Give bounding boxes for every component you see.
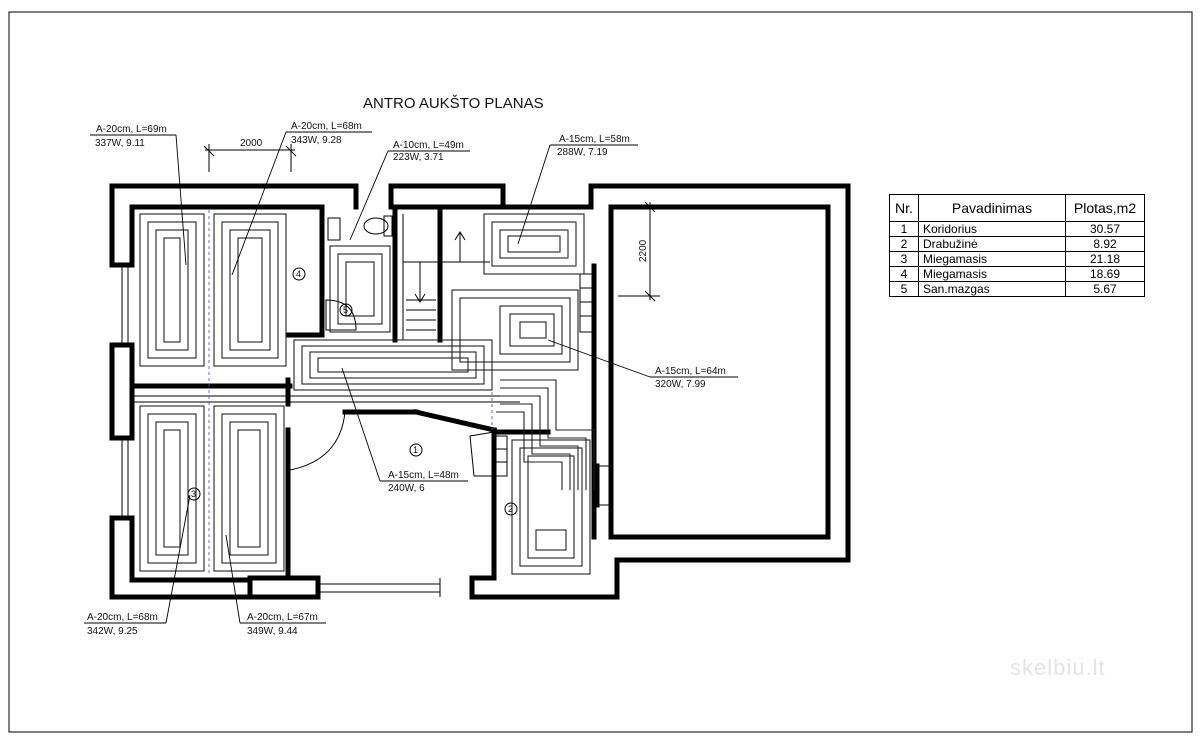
circuit-label-3: A-10cm, L=49m 223W, 3.71	[349, 140, 470, 241]
header-name: Pavadinimas	[918, 194, 1066, 222]
dimension-2000-text: 2000	[240, 138, 263, 149]
table-row: 5 San.mazgas 5.67	[889, 281, 1145, 297]
row-area: 5.67	[1065, 281, 1145, 297]
thin-lines	[121, 214, 610, 597]
svg-text:5: 5	[343, 305, 348, 315]
svg-text:1: 1	[413, 445, 418, 455]
svg-text:4: 4	[296, 269, 301, 279]
row-name: Koridorius	[918, 221, 1066, 237]
svg-text:A-15cm, L=64m: A-15cm, L=64m	[655, 366, 726, 377]
row-name: Miegamasis	[918, 251, 1066, 267]
row-nr: 4	[889, 266, 919, 282]
table-row: 4 Miegamasis 18.69	[889, 266, 1145, 282]
svg-text:2: 2	[508, 504, 513, 514]
svg-text:A-20cm, L=67m: A-20cm, L=67m	[247, 612, 318, 623]
row-nr: 2	[889, 236, 919, 252]
dimension-2200-text: 2200	[638, 239, 649, 262]
row-name: Miegamasis	[918, 266, 1066, 282]
svg-text:A-10cm, L=49m: A-10cm, L=49m	[393, 140, 464, 151]
room-marker-1: 1	[409, 443, 423, 457]
svg-text:240W, 6: 240W, 6	[388, 483, 425, 494]
room-marker-3: 3	[187, 487, 201, 501]
svg-text:223W, 3.71: 223W, 3.71	[393, 152, 444, 163]
walls	[109, 183, 851, 600]
room-marker-4: 4	[292, 267, 306, 281]
circuit-label-7: A-20cm, L=68m 342W, 9.25	[84, 494, 191, 637]
svg-text:3: 3	[191, 489, 196, 499]
room-schedule-table: Nr. Pavadinimas Plotas,m2 1 Koridorius 3…	[889, 194, 1145, 297]
svg-text:A-20cm, L=68m: A-20cm, L=68m	[87, 612, 158, 623]
dimension-2000: 2000	[203, 138, 297, 172]
plan-title: ANTRO AUKŠTO PLANAS	[363, 95, 544, 112]
row-area: 18.69	[1065, 266, 1145, 282]
circuit-label-8: A-20cm, L=67m 349W, 9.44	[225, 534, 326, 637]
room-marker-2: 2	[504, 502, 518, 516]
svg-text:A-20cm, L=68m: A-20cm, L=68m	[291, 121, 362, 132]
svg-text:337W, 9.11: 337W, 9.11	[95, 138, 145, 149]
circuit-label-2: A-20cm, L=68m 343W, 9.28	[231, 121, 372, 276]
row-nr: 5	[889, 281, 919, 297]
circuit-label-4: A-15cm, L=58m 288W, 7.19	[517, 134, 638, 245]
heating-coils	[139, 213, 595, 575]
header-area: Plotas,m2	[1065, 194, 1145, 222]
circuit-label-1: A-20cm, L=69m 337W, 9.11	[90, 124, 187, 266]
svg-text:A-20cm, L=69m: A-20cm, L=69m	[96, 124, 167, 135]
row-area: 8.92	[1065, 236, 1145, 252]
svg-text:342W, 9.25: 342W, 9.25	[87, 626, 138, 637]
row-nr: 1	[889, 221, 919, 237]
svg-text:A-15cm, L=48m: A-15cm, L=48m	[388, 470, 459, 481]
table-row: 3 Miegamasis 21.18	[889, 251, 1145, 267]
row-area: 21.18	[1065, 251, 1145, 267]
room-marker-5: 5	[339, 303, 353, 317]
watermark-text: skelbiu.lt	[1010, 655, 1106, 680]
table-row: 1 Koridorius 30.57	[889, 221, 1145, 237]
circuit-label-6: A-15cm, L=48m 240W, 6	[341, 367, 468, 494]
svg-text:288W, 7.19: 288W, 7.19	[557, 147, 608, 158]
dimension-2200: 2200	[618, 201, 660, 302]
svg-text:A-15cm, L=58m: A-15cm, L=58m	[559, 134, 630, 145]
svg-text:349W, 9.44: 349W, 9.44	[247, 626, 298, 637]
svg-text:343W, 9.28: 343W, 9.28	[291, 135, 342, 146]
row-nr: 3	[889, 251, 919, 267]
row-area: 30.57	[1065, 221, 1145, 237]
circuit-label-5: A-15cm, L=64m 320W, 7.99	[547, 339, 738, 390]
drawing-frame	[8, 11, 1193, 733]
row-name: San.mazgas	[918, 281, 1066, 297]
table-row: 2 Drabužinė 8.92	[889, 236, 1145, 252]
room-schedule-header: Nr. Pavadinimas Plotas,m2	[889, 194, 1145, 222]
header-nr: Nr.	[889, 194, 919, 222]
row-name: Drabužinė	[918, 236, 1066, 252]
svg-text:320W, 7.99: 320W, 7.99	[655, 379, 706, 390]
